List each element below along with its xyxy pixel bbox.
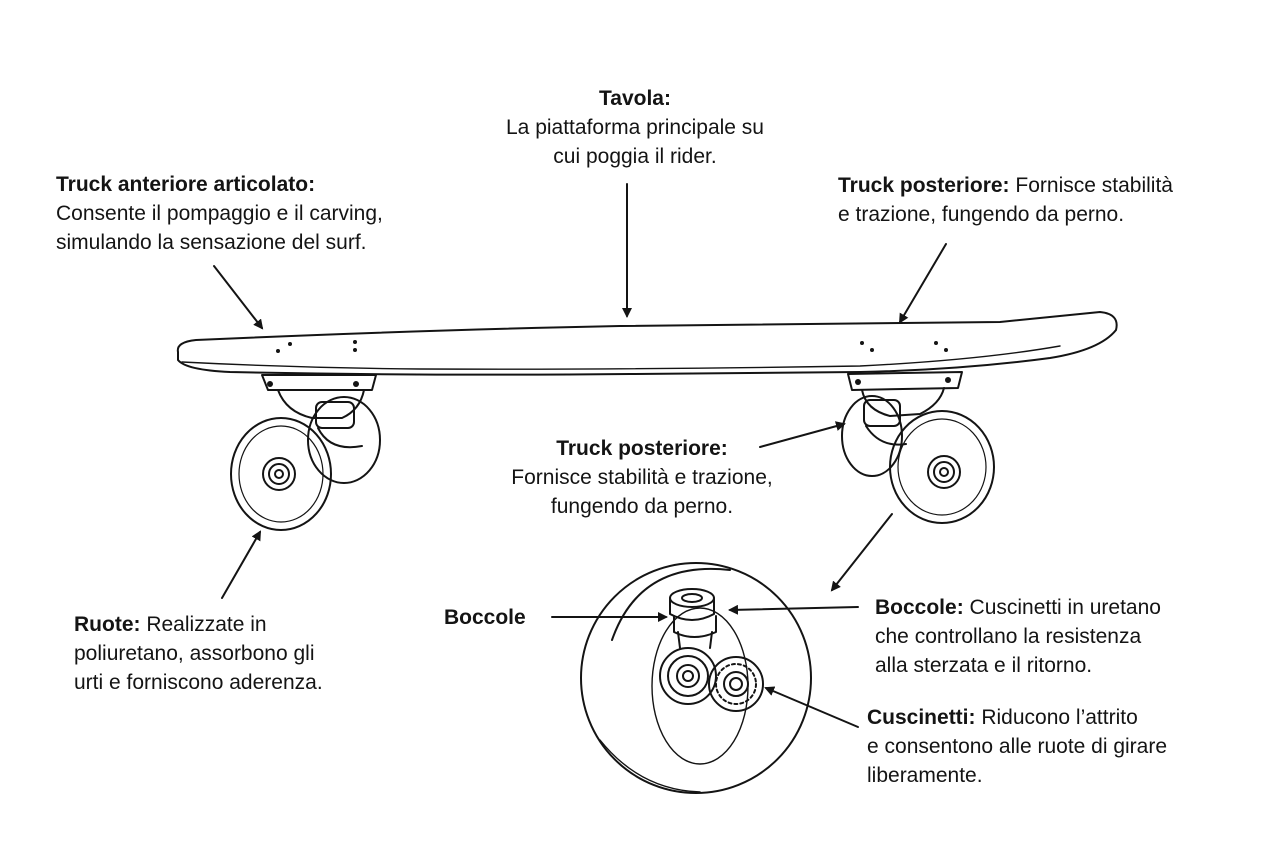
label-tavola-line1: La piattaforma principale su [506, 116, 764, 139]
label-boccole-right-line2: che controllano la resistenza [875, 625, 1142, 648]
label-boccole-left: Boccole [444, 603, 526, 632]
label-truck-anteriore: Truck anteriore articolato: Consente il … [56, 170, 383, 257]
label-truck-posteriore-top-title: Truck posteriore: [838, 174, 1010, 197]
label-tavola-title: Tavola: [599, 87, 671, 110]
label-ruote-title: Ruote: [74, 613, 141, 636]
label-boccole-right-title: Boccole: [875, 596, 964, 619]
label-boccole-right: Boccole: Cuscinetti in uretano che contr… [875, 593, 1161, 680]
arrow-truck-posteriore-mid [759, 421, 846, 448]
label-truck-posteriore-mid: Truck posteriore: Fornisce stabilità e t… [470, 434, 814, 521]
rear-truck [847, 371, 963, 446]
label-cuscinetti: Cuscinetti: Riducono l’attrito e consent… [867, 703, 1167, 790]
label-ruote-line1: Realizzate in [140, 613, 267, 636]
label-truck-posteriore-mid-title: Truck posteriore: [556, 437, 728, 460]
label-truck-posteriore-top-line1: Fornisce stabilità [1009, 174, 1173, 197]
label-cuscinetti-line2: e consentono alle ruote di girare [867, 735, 1168, 758]
arrow-truck-anteriore [213, 265, 264, 330]
label-boccole-right-line3: alla sterzata e il ritorno. [875, 654, 1093, 677]
label-cuscinetti-line3: liberamente. [867, 764, 983, 787]
arrow-boccole-right [728, 604, 859, 615]
arrow-cuscinetti [764, 686, 859, 728]
front-truck [261, 374, 377, 449]
label-truck-anteriore-line2: simulando la sensazione del surf. [56, 231, 367, 254]
label-boccole-right-line1: Cuscinetti in uretano [963, 596, 1161, 619]
deck [176, 311, 1118, 376]
label-truck-posteriore-mid-line2: fungendo da perno. [550, 495, 734, 518]
label-ruote: Ruote: Realizzate in poliuretano, assorb… [74, 610, 323, 697]
label-tavola-line2: cui poggia il rider. [553, 145, 717, 168]
arrow-magnifier [830, 513, 893, 592]
label-ruote-line3: urti e forniscono aderenza. [74, 671, 323, 694]
label-cuscinetti-line1: Riducono l’attrito [975, 706, 1138, 729]
front-wheel-rear [307, 396, 381, 484]
label-ruote-line2: poliuretano, assorbono gli [74, 642, 315, 665]
label-truck-posteriore-top-line2: e trazione, fungendo da perno. [838, 203, 1125, 226]
label-truck-posteriore-mid-line1: Fornisce stabilità e trazione, [511, 466, 773, 489]
arrow-ruote [221, 530, 261, 599]
label-truck-anteriore-line1: Consente il pompaggio e il carving, [56, 202, 383, 225]
detail-magnifier [580, 562, 812, 794]
rear-wheel-rear [841, 395, 903, 477]
arrow-truck-posteriore-top [898, 243, 947, 324]
label-truck-posteriore-top: Truck posteriore: Fornisce stabilità e t… [838, 171, 1173, 229]
label-truck-anteriore-title: Truck anteriore articolato: [56, 173, 316, 196]
rear-wheel [889, 410, 995, 524]
front-wheel [230, 417, 332, 531]
label-cuscinetti-title: Cuscinetti: [867, 706, 976, 729]
label-boccole-left-title: Boccole [444, 606, 526, 629]
label-tavola: Tavola: La piattaforma principale su cui… [455, 84, 815, 171]
